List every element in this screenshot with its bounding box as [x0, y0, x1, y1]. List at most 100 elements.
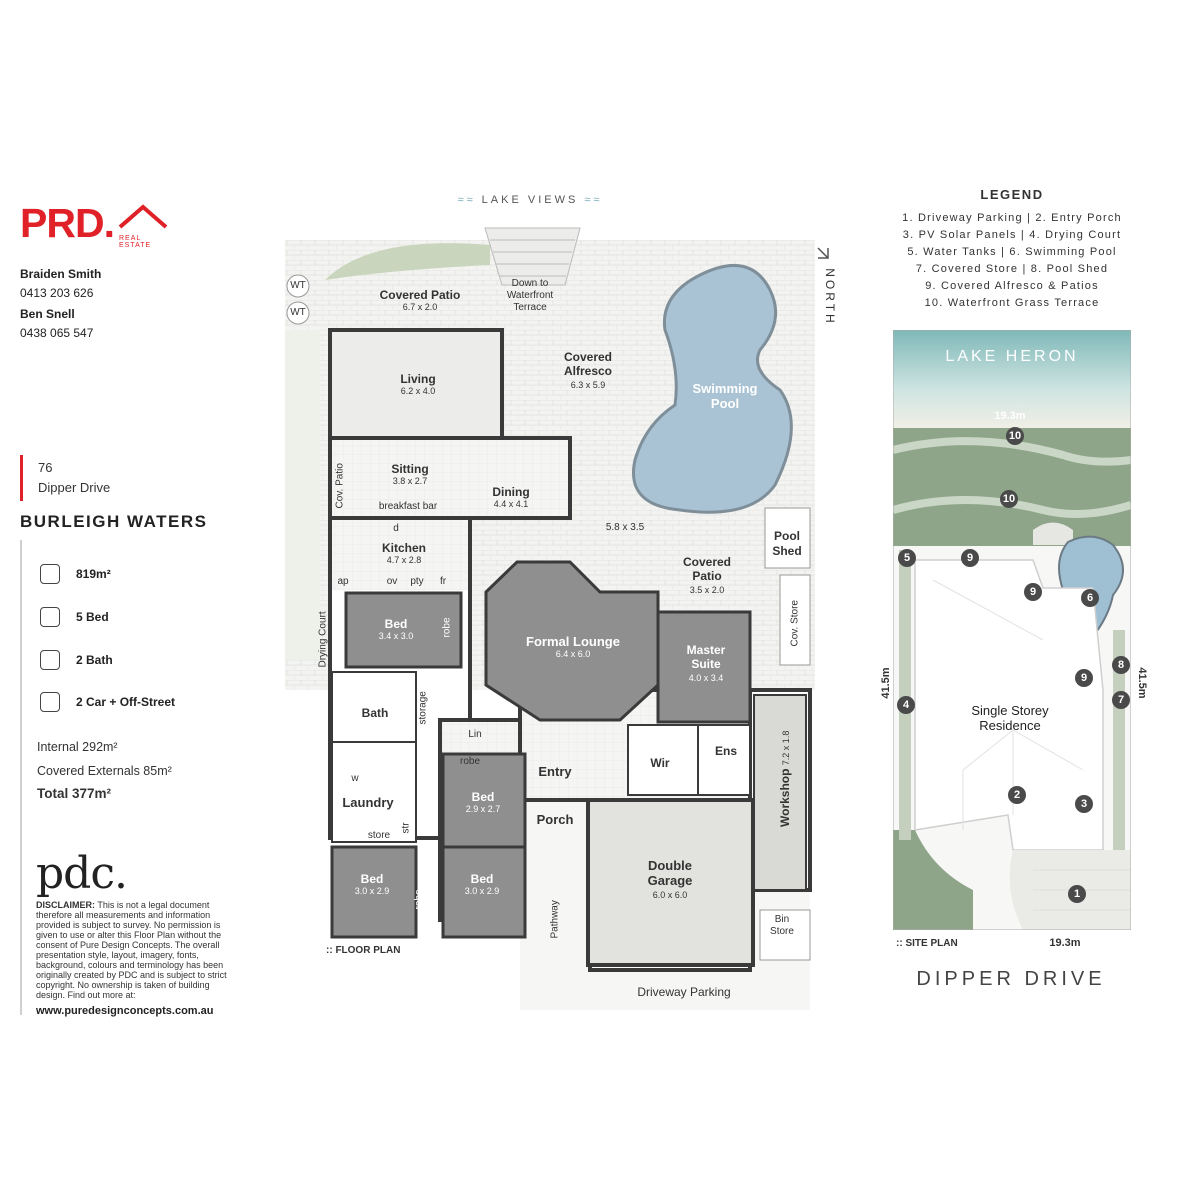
driveway-label: Driveway Parking [637, 985, 731, 999]
feature-car: 2 Car + Off-Street [40, 692, 175, 712]
robe-label-2: robe [459, 756, 480, 767]
bath-label: Bath [361, 706, 389, 720]
site-marker-8: 8 [1112, 656, 1130, 674]
legend-line-2: 3. PV Solar Panels | 4. Drying Court [902, 229, 1122, 241]
address-suburb: BURLEIGH WATERS [20, 512, 208, 531]
robe-label-4: robe [429, 889, 441, 910]
legend-line-1: 1. Driveway Parking | 2. Entry Porch [902, 212, 1122, 224]
roof-logo-icon [118, 204, 168, 229]
car-icon [40, 692, 60, 712]
wave-left-icon: ≈≈ [457, 194, 476, 206]
robe-label-1: robe [441, 617, 453, 638]
site-depth-left: 41.5m [880, 667, 892, 699]
street-name: DIPPER DRIVE [916, 968, 1106, 990]
agent-1-phone[interactable]: 0413 203 626 [20, 286, 94, 300]
porch-label: Porch [536, 812, 574, 827]
workshop-label: Workshop 7.2 x 1.8 [778, 730, 792, 827]
total-area: Total 377m² [37, 786, 112, 801]
wir-label: Wir [650, 756, 670, 770]
terrace-dim-label: 5.8 x 3.5 [605, 522, 645, 533]
laundry-label: Laundry [342, 795, 394, 810]
site-width-top: 19.3m [994, 410, 1026, 422]
robe-label-3: robe [413, 889, 425, 910]
legend-title: LEGEND [980, 187, 1044, 202]
site-marker-9: 9 [1024, 583, 1042, 601]
feature-divider [20, 540, 22, 1015]
str-label: str [400, 822, 412, 834]
site-marker-4: 4 [897, 696, 915, 714]
lake-heron-label: LAKE HERON [945, 348, 1079, 365]
internal-area: Internal 292m² [37, 740, 118, 754]
ov-label: ov [386, 576, 398, 587]
feature-bath: 2 Bath [40, 650, 113, 670]
lake-views-label: ≈≈ LAKE VIEWS ≈≈ [457, 194, 603, 206]
legend-line-6: 10. Waterfront Grass Terrace [924, 297, 1100, 309]
site-plan-caption: :: SITE PLAN [896, 938, 958, 949]
lin-label: Lin [468, 729, 482, 740]
site-marker-2: 2 [1008, 786, 1026, 804]
agent-2-name: Ben Snell [20, 307, 75, 321]
legend-line-5: 9. Covered Alfresco & Patios [925, 280, 1099, 292]
pty-label: pty [410, 576, 424, 587]
bath-icon [40, 650, 60, 670]
cov-patio-side-label: Cov. Patio [334, 463, 346, 509]
feature-land: 819m² [40, 564, 111, 584]
agent-1-name: Braiden Smith [20, 267, 102, 281]
d-label: d [393, 523, 399, 534]
brand-name: PRD. [20, 200, 115, 246]
breakfast-bar-label: breakfast bar [378, 501, 438, 512]
site-width-bottom: 19.3m [1049, 937, 1081, 949]
ens-label: Ens [714, 744, 737, 758]
store-label: store [367, 830, 391, 841]
site-marker-10: 10 [1006, 427, 1024, 445]
site-marker-6: 6 [1081, 589, 1099, 607]
site-plan-drawing [893, 330, 1131, 930]
disclaimer: DISCLAIMER: This is not a legal document… [36, 900, 227, 1000]
wave-right-icon: ≈≈ [584, 194, 603, 206]
pdc-url[interactable]: www.puredesignconcepts.com.au [36, 1005, 214, 1017]
floor-plan-drawing [285, 227, 829, 1010]
address-number: 76 [38, 460, 53, 475]
entry-label: Entry [538, 764, 572, 779]
north-label: NORTH [823, 268, 837, 326]
wt-label-2: WT [290, 307, 306, 318]
site-marker-9: 9 [1075, 669, 1093, 687]
site-marker-9: 9 [961, 549, 979, 567]
storage-label: storage [417, 691, 429, 725]
address-street: Dipper Drive [38, 480, 111, 495]
legend-line-3: 5. Water Tanks | 6. Swimming Pool [907, 246, 1117, 258]
bed-icon [40, 607, 60, 627]
legend-line-4: 7. Covered Store | 8. Pool Shed [915, 263, 1109, 275]
site-marker-5: 5 [898, 549, 916, 567]
site-marker-3: 3 [1075, 795, 1093, 813]
site-marker-10: 10 [1000, 490, 1018, 508]
fr-label: fr [439, 576, 447, 587]
brand-sub: REAL ESTATE [119, 235, 152, 249]
site-depth-right: 41.5m [1136, 667, 1148, 699]
agent-2-phone[interactable]: 0438 065 547 [20, 326, 94, 340]
land-icon [40, 564, 60, 584]
pathway-label: Pathway [549, 900, 561, 939]
wt-label-1: WT [290, 280, 306, 291]
w-label: w [351, 773, 359, 784]
prd-logo: PRD. REAL ESTATE [20, 200, 168, 249]
